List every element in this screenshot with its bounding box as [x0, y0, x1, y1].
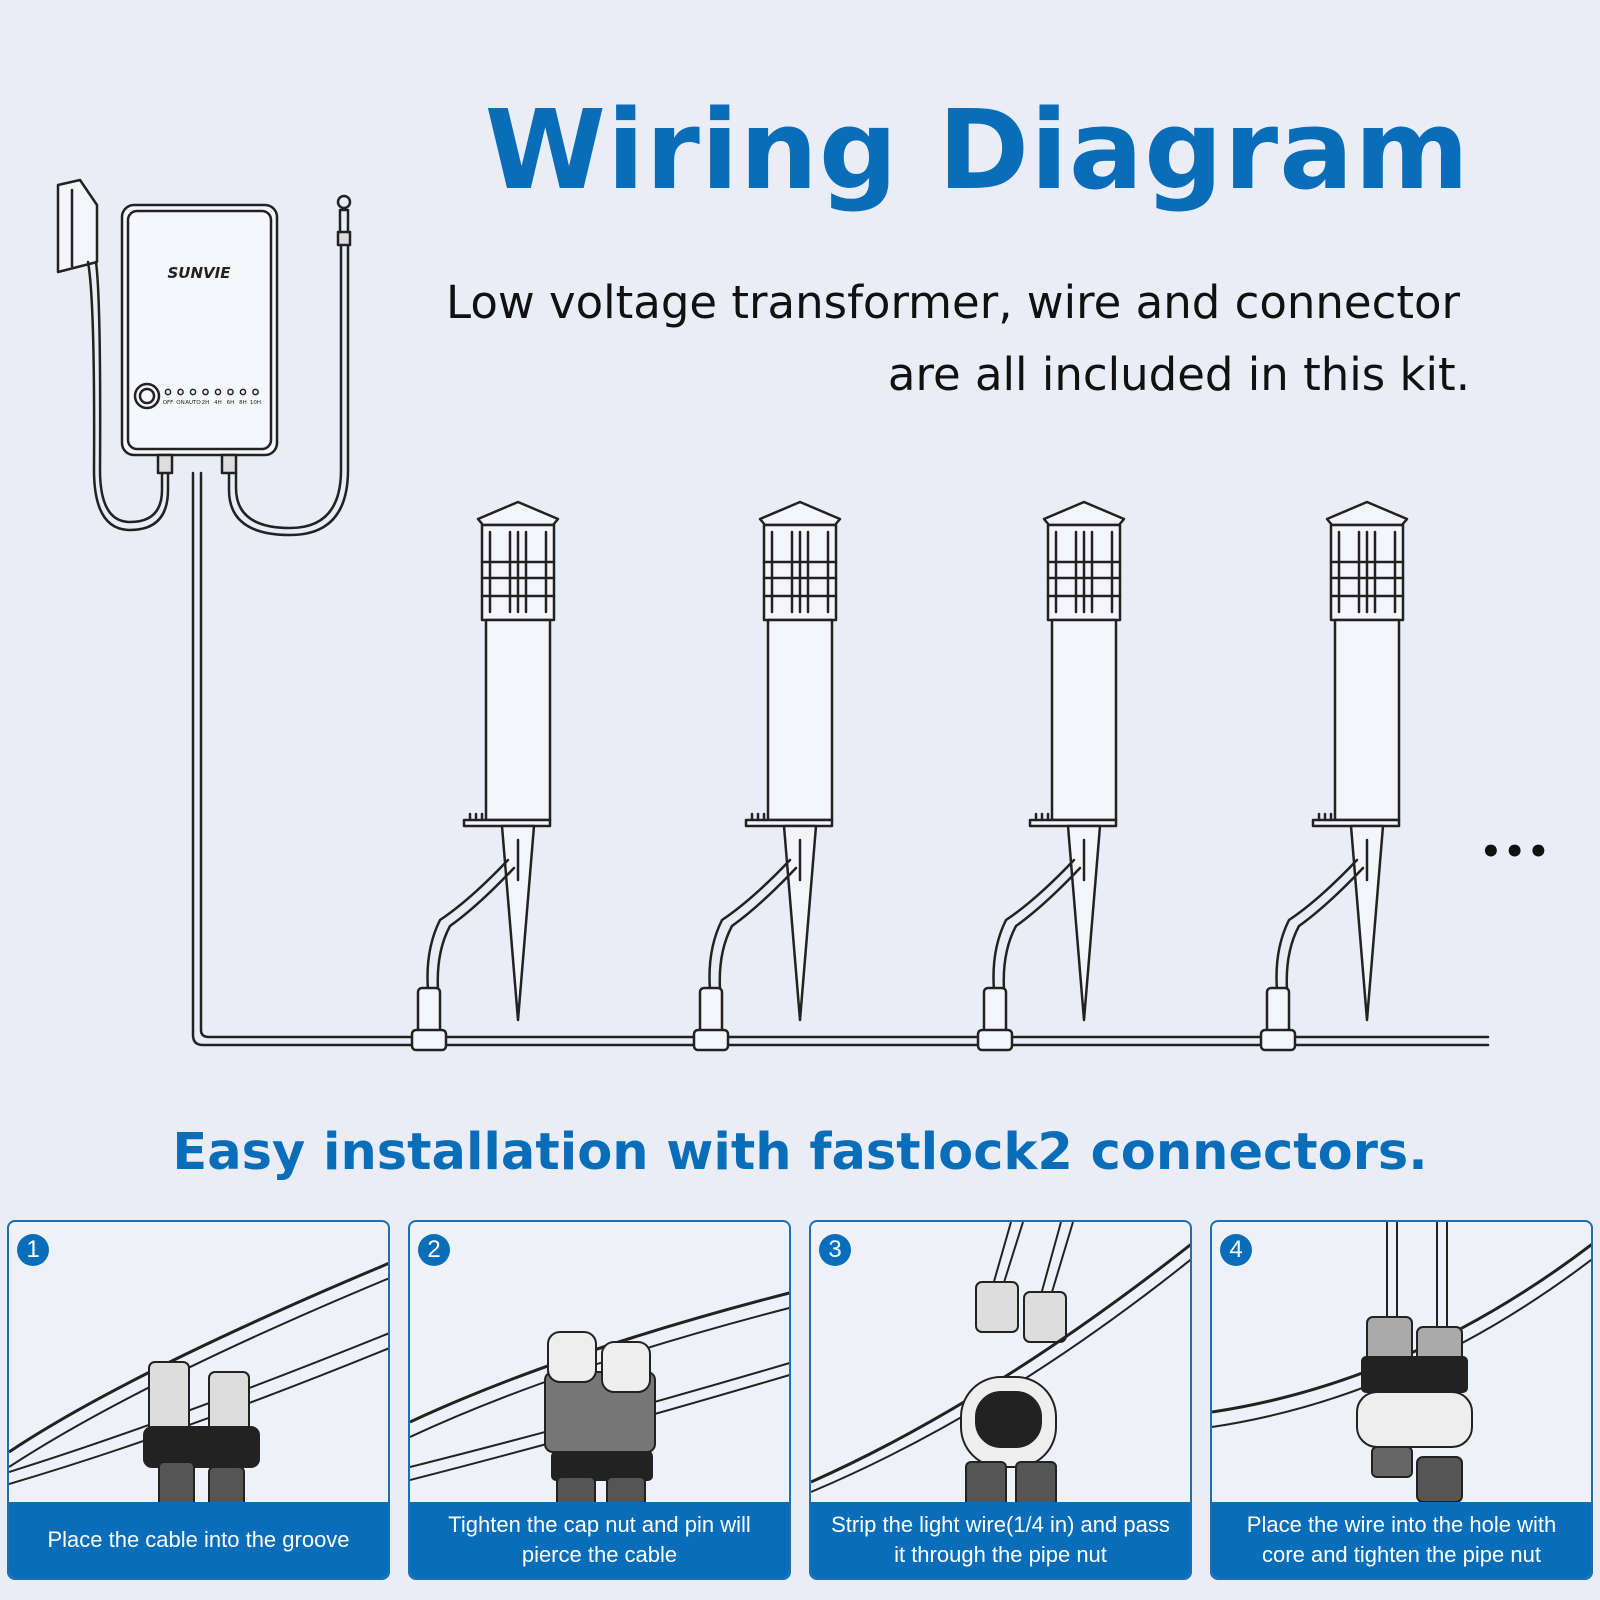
- sensor-cable: [227, 243, 350, 537]
- transformer-box: [120, 203, 279, 457]
- subtitle-line-2: are all included in this kit.: [887, 348, 1470, 401]
- mode-label: 8H: [239, 400, 247, 406]
- step-card-3: 3 Strip the light wire(1/4 in) and pass …: [809, 1220, 1192, 1580]
- mode-indicator-dot: [227, 388, 234, 396]
- connector-illustration: [9, 1262, 388, 1512]
- transformer-dial: [133, 382, 161, 410]
- mode-label: 10H: [250, 400, 261, 406]
- mode-label: 4H: [214, 400, 222, 406]
- subtitle-line-1: Low voltage transformer, wire and connec…: [446, 276, 1460, 329]
- path-light: [1259, 500, 1409, 1052]
- step-number: 2: [418, 1234, 450, 1266]
- step-number: 3: [819, 1234, 851, 1266]
- install-heading: Easy installation with fastlock2 connect…: [172, 1123, 1428, 1182]
- step-caption: Tighten the cap nut and pin will pierce …: [410, 1502, 789, 1578]
- step-card-2: 2 Tighten the cap nut and pin will pierc…: [408, 1220, 791, 1580]
- mode-indicator-dot: [177, 388, 184, 396]
- mode-label: ON: [176, 400, 184, 406]
- mode-label: AUTO: [185, 400, 201, 406]
- connector-illustration: [410, 1291, 789, 1512]
- main-cable: [191, 471, 1490, 1047]
- mode-label: OFF: [163, 400, 174, 406]
- transformer-brand: SUNVIE: [168, 264, 232, 282]
- step-caption: Strip the light wire(1/4 in) and pass it…: [811, 1502, 1190, 1578]
- connector-illustration: [811, 1222, 1190, 1508]
- step-caption: Place the wire into the hole with core a…: [1212, 1502, 1591, 1578]
- mode-indicator-dot: [252, 388, 259, 396]
- mode-indicator-dot: [164, 388, 172, 396]
- path-light: [692, 500, 842, 1052]
- mode-indicator-dot: [202, 388, 209, 396]
- wall-plug: [56, 178, 99, 274]
- mode-indicator-dot: [214, 388, 222, 396]
- step-card-1: 1 Place the cable into the groove: [7, 1220, 390, 1580]
- step-caption: Place the cable into the groove: [9, 1502, 388, 1578]
- more-lights-indicator: •••: [1480, 832, 1552, 872]
- step-card-4: 4 Place the wire into the hole with core…: [1210, 1220, 1593, 1580]
- photo-sensor: [336, 230, 352, 247]
- page-title: Wiring Diagram: [484, 86, 1470, 214]
- mode-label: 6H: [227, 400, 235, 406]
- power-cord: [86, 260, 170, 532]
- step-number: 1: [17, 1234, 49, 1266]
- step-number: 4: [1220, 1234, 1252, 1266]
- path-light: [410, 500, 560, 1052]
- mode-indicator-dot: [189, 388, 197, 396]
- mode-indicator-dot: [239, 388, 247, 396]
- path-light: [976, 500, 1126, 1052]
- mode-label: 2H: [202, 400, 210, 406]
- connector-illustration: [1212, 1222, 1591, 1503]
